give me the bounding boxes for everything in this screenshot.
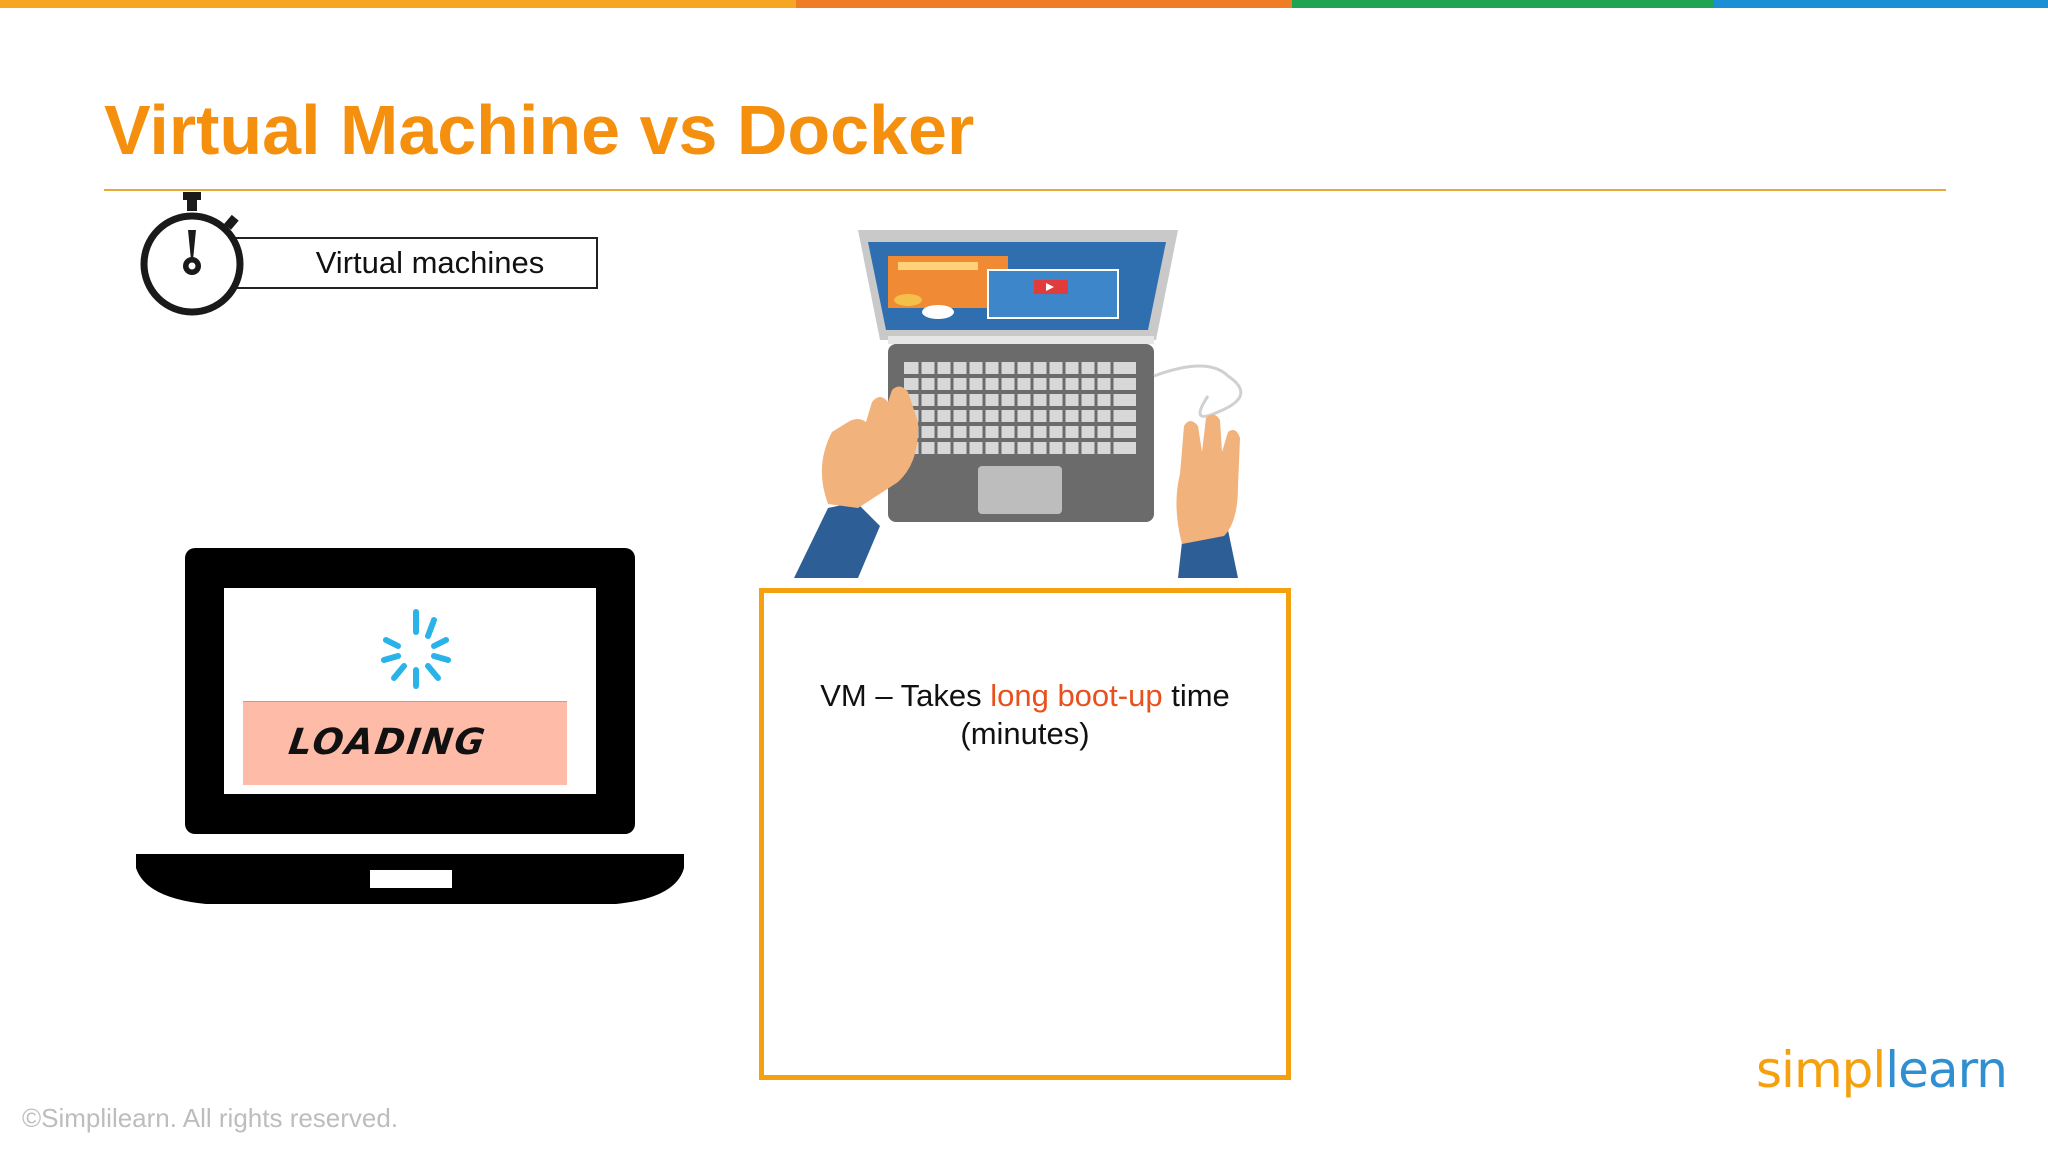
simplilearn-logo: simpllearn <box>1756 1040 2008 1100</box>
typing-hands-laptop-illustration <box>794 230 1243 578</box>
loading-spinner-icon <box>381 609 451 689</box>
info-text-prefix: VM – Takes <box>820 678 991 713</box>
slide-title: Virtual Machine vs Docker <box>104 91 975 169</box>
info-box: VM – Takes long boot-up time (minutes) <box>759 588 1291 1080</box>
loading-bar <box>243 701 567 785</box>
info-text-line-2: (minutes) <box>960 716 1090 751</box>
color-bar-segment <box>1714 0 2048 8</box>
info-text-highlight: long boot-up <box>990 678 1163 713</box>
color-bar-segment <box>796 0 1292 8</box>
color-bar-segment <box>1292 0 1714 8</box>
stopwatch-label: Virtual machines <box>222 237 598 289</box>
info-text-suffix: time <box>1162 678 1230 713</box>
logo-part-1: simpl <box>1756 1041 1886 1099</box>
color-bar-segment <box>0 0 796 8</box>
loading-text: LOADING <box>286 722 490 763</box>
info-text-line-1: VM – Takes long boot-up time <box>764 677 1286 715</box>
logo-part-2: learn <box>1885 1041 2008 1099</box>
copyright-text: ©Simplilearn. All rights reserved. <box>22 1103 399 1133</box>
top-color-bar <box>0 0 2048 8</box>
title-divider <box>104 189 1946 191</box>
stopwatch-icon <box>140 192 244 316</box>
